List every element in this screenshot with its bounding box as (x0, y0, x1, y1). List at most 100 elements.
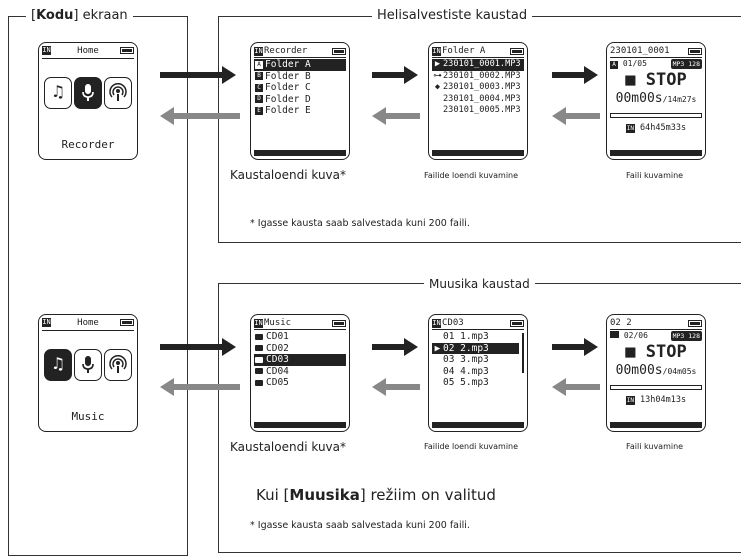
list-item[interactable]: ▶230101_0001.MP3 (432, 59, 524, 71)
index-mark-icon: ⊶ (433, 70, 442, 81)
list-item-label: 230101_0002.MP3 (443, 70, 521, 81)
recorder-note: * Igasse kausta saab salvestada kuni 200… (250, 218, 470, 229)
play-state: STOP (645, 342, 687, 362)
home-frame-label: [Kodu] ekraan (26, 8, 133, 24)
list-item-label: 03 3.mp3 (443, 354, 489, 365)
remaining-time: 64h45m33s (640, 123, 687, 133)
caption-file-view: Faili kuvamine (626, 442, 684, 451)
music-frame-label: Muusika kaustad (424, 276, 535, 292)
music-file-list-screen: INCD03 01 1.mp3▶02 2.mp3 03 3.mp3 04 4.m… (428, 314, 528, 432)
list-item[interactable]: ▶02 2.mp3 (432, 342, 519, 354)
battery-icon (120, 47, 134, 54)
list-item[interactable]: 03 3.mp3 (432, 354, 519, 366)
list-item[interactable]: 01 1.mp3 (432, 331, 519, 343)
memory-icon: IN (42, 46, 51, 55)
folder-icon (255, 345, 263, 351)
list-item-label: CD05 (266, 377, 289, 388)
microphone-icon[interactable] (74, 349, 102, 381)
list-item[interactable]: 230101_0005.MP3 (432, 105, 524, 117)
elapsed-time: 00m00s (615, 363, 663, 378)
list-item-label: 230101_0001.MP3 (443, 59, 521, 69)
folder-letter-icon: A (255, 60, 263, 69)
remaining-time: 13h04m13s (640, 395, 687, 405)
list-item[interactable]: 230101_0004.MP3 (432, 94, 524, 106)
format-badge: MP3 128 (670, 59, 702, 69)
recorder-file-list-screen: INFolder A ▶230101_0001.MP3⊶230101_0002.… (428, 42, 528, 160)
list-item[interactable]: CD02 (254, 343, 346, 355)
total-time: /04m05s (662, 367, 697, 376)
microphone-icon[interactable] (74, 77, 102, 109)
list-item[interactable]: CD03 (254, 354, 346, 366)
music-mode-heading: Kui [Muusika] režiim on valitud (256, 486, 496, 504)
battery-icon (510, 48, 524, 55)
list-item-label: 02 2.mp3 (443, 342, 489, 354)
list-item-label: 01 1.mp3 (443, 331, 489, 342)
home-title: Home (77, 46, 99, 56)
folder-letter-icon: C (255, 83, 263, 92)
play-marker-icon: ▶ (434, 59, 441, 69)
caption-file-list: Failide loendi kuvamine (424, 442, 519, 451)
list-item-label: Folder D (265, 93, 311, 105)
screen-title: 02 2 (610, 318, 632, 328)
music-note: * Igasse kausta saab salvestada kuni 200… (250, 520, 470, 531)
favorite-mark-icon: ◆ (434, 82, 441, 92)
battery-icon (120, 319, 134, 326)
file-counter: 01/05 (622, 59, 647, 68)
screen-title: Recorder (264, 46, 308, 56)
play-state: STOP (645, 70, 687, 90)
list-item-label: Folder A (265, 59, 311, 70)
list-item-label: CD02 (266, 342, 289, 354)
home-screen-recorder: IN Home ♫ Recorder (38, 42, 138, 160)
note-icon[interactable]: ♫ (44, 349, 72, 381)
list-item-label: 230101_0004.MP3 (443, 93, 521, 104)
list-item[interactable]: CD04 (254, 366, 346, 378)
recorder-file-view-screen: 230101_0001 A 01/05 MP3 128 ■ STOP 00m00… (606, 42, 706, 160)
elapsed-time: 00m00s (615, 91, 663, 106)
list-item-label: Folder C (265, 82, 311, 93)
folder-letter-icon: E (255, 106, 263, 115)
caption-file-view: Faili kuvamine (626, 171, 684, 180)
list-item-label: 230101_0005.MP3 (443, 105, 521, 115)
screen-title: Music (264, 318, 292, 328)
scrollbar[interactable] (522, 333, 524, 373)
file-counter: 02/06 (623, 331, 648, 340)
caption-folder-list: Kaustaloendi kuva* (230, 168, 346, 182)
screen-title: Folder A (442, 46, 486, 56)
list-item[interactable]: 04 4.mp3 (432, 366, 519, 378)
play-marker-icon: ▶ (434, 342, 441, 354)
home-caption: Music (71, 410, 105, 423)
folder-icon (255, 379, 263, 386)
list-item-label: 05 5.mp3 (443, 377, 489, 388)
list-item-label: Folder B (265, 70, 311, 82)
battery-icon (332, 48, 346, 55)
caption-file-list: Failide loendi kuvamine (424, 171, 519, 180)
caption-folder-list: Kaustaloendi kuva* (230, 440, 346, 454)
list-item-label: CD04 (266, 365, 289, 377)
music-file-view-screen: 02 2 02/06 MP3 128 ■ STOP 00m00s/04m05s … (606, 314, 706, 432)
folder-letter-icon: B (255, 72, 263, 80)
home-caption: Recorder (61, 138, 115, 151)
podcast-icon[interactable] (104, 77, 132, 109)
list-item[interactable]: ⊶230101_0002.MP3 (432, 71, 524, 83)
podcast-icon[interactable] (104, 349, 132, 381)
list-item[interactable]: CD05 (254, 377, 346, 389)
folder-icon (255, 368, 263, 374)
list-item[interactable]: 05 5.mp3 (432, 377, 519, 389)
total-time: /14m27s (662, 95, 697, 104)
folder-letter-icon: D (255, 95, 263, 103)
battery-icon (688, 320, 702, 327)
format-badge: MP3 128 (670, 331, 702, 341)
list-item-label: CD01 (266, 331, 289, 342)
note-icon[interactable]: ♫ (44, 77, 72, 109)
battery-icon (510, 320, 524, 327)
list-item[interactable]: CD01 (254, 331, 346, 343)
list-item-label: 04 4.mp3 (443, 365, 489, 377)
list-item[interactable]: ◆230101_0003.MP3 (432, 82, 524, 94)
